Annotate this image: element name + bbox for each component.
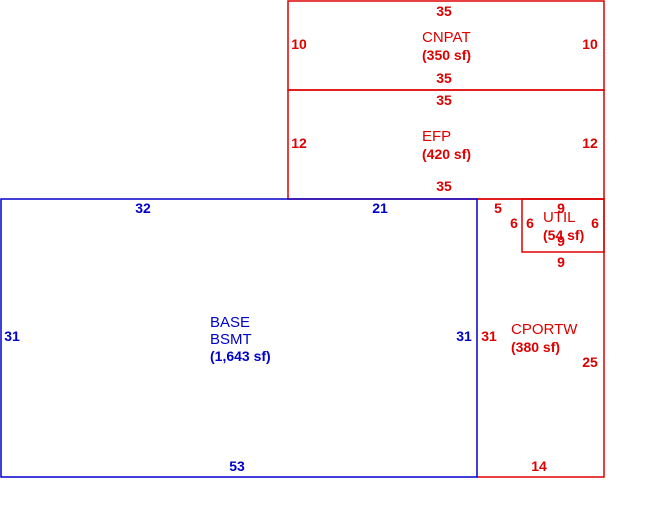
efp-top-dim: 35 xyxy=(436,92,452,108)
cportw-area-label: (380 sf) xyxy=(511,339,560,355)
base-top-right-dim: 21 xyxy=(372,200,388,216)
util-left-dim: 6 xyxy=(526,215,534,231)
base-bottom-dim: 53 xyxy=(229,458,245,474)
util-top-dim: 9 xyxy=(557,200,565,216)
efp-area[interactable]: 35 12 12 EFP (420 sf) 35 xyxy=(287,89,605,200)
util-right-dim: 6 xyxy=(591,215,599,231)
cportw-name: CPORTW xyxy=(511,321,578,338)
base-name2: BSMT xyxy=(210,331,252,348)
util-left-outer-dim: 6 xyxy=(510,215,518,231)
cnpat-right-dim: 10 xyxy=(582,36,598,52)
base-bsmt-area[interactable]: 32 21 31 31 BASE BSMT (1,643 sf) 53 xyxy=(0,198,478,478)
util-outline xyxy=(521,198,605,253)
util-area-label: (54 sf) xyxy=(543,227,584,243)
cportw-left-dim: 31 xyxy=(481,328,497,344)
cportw-util-bottom-dim: 9 xyxy=(557,254,565,270)
efp-name: EFP xyxy=(422,128,451,145)
util-area[interactable]: 9 6 6 6 UTIL (54 sf) 9 xyxy=(510,198,605,253)
efp-bottom-dim: 35 xyxy=(436,178,452,194)
cnpat-top-dim: 35 xyxy=(436,3,452,19)
cportw-right-dim: 25 xyxy=(582,354,598,370)
cnpat-area[interactable]: 35 10 10 CNPAT (350 sf) 35 xyxy=(287,0,605,91)
base-right-dim: 31 xyxy=(456,328,472,344)
base-outline xyxy=(0,198,478,478)
cnpat-left-dim: 10 xyxy=(291,36,307,52)
base-name: BASE xyxy=(210,314,250,331)
cportw-area[interactable]: 5 31 CPORTW (380 sf) 25 14 9 xyxy=(477,198,605,478)
efp-left-dim: 12 xyxy=(291,135,307,151)
util-bottom-inner-dim: 9 xyxy=(557,233,565,249)
cportw-gap-dim: 5 xyxy=(494,200,502,216)
base-top-left-dim: 32 xyxy=(135,200,151,216)
base-left-dim: 31 xyxy=(4,328,20,344)
cportw-bottom-dim: 14 xyxy=(531,458,547,474)
cnpat-name: CNPAT xyxy=(422,29,471,46)
base-area-label: (1,643 sf) xyxy=(210,348,271,364)
util-name: UTIL xyxy=(543,209,576,226)
cnpat-area-label: (350 sf) xyxy=(422,47,471,63)
efp-right-dim: 12 xyxy=(582,135,598,151)
cnpat-bottom-dim: 35 xyxy=(436,70,452,86)
efp-area-label: (420 sf) xyxy=(422,146,471,162)
